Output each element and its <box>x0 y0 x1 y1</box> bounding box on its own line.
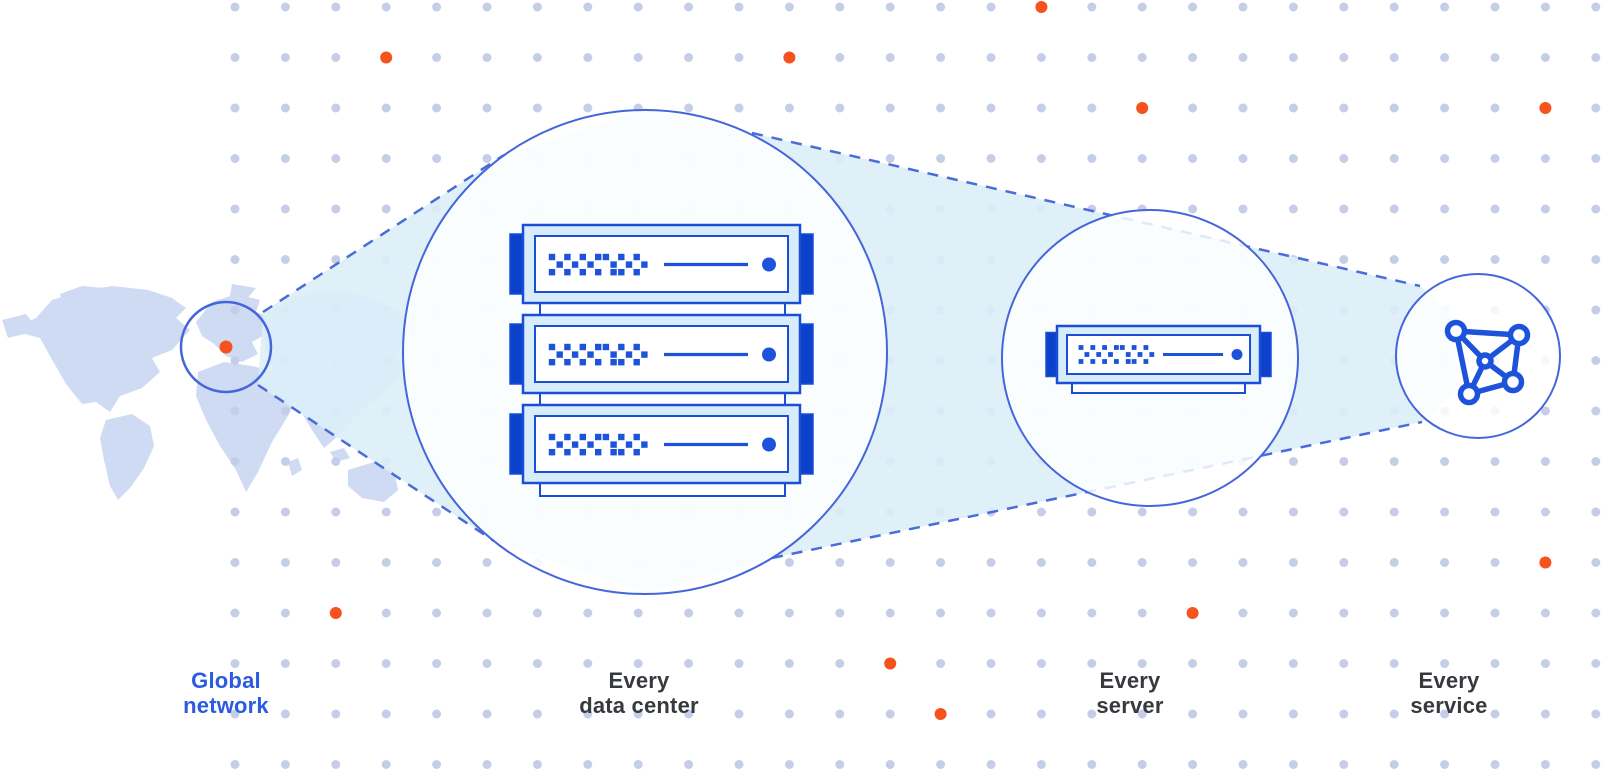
continent-scandinavia <box>230 284 256 300</box>
island-madagascar <box>288 458 302 476</box>
label-every-data-center: Every data center <box>579 668 699 718</box>
map-region-circle <box>179 300 273 394</box>
continent-south-america <box>100 414 154 500</box>
continent-australia <box>348 462 398 502</box>
dashed-line-top-right <box>751 131 1421 288</box>
dashed-connectors <box>257 131 1423 560</box>
network-node <box>1444 319 1468 343</box>
network-node-center <box>1476 352 1494 370</box>
server-icon <box>1045 324 1272 394</box>
location-dot <box>219 340 233 354</box>
server-rack-icon <box>509 223 814 497</box>
network-node <box>1457 382 1481 406</box>
dashed-line-top-left <box>262 153 505 314</box>
label-global-network: Global network <box>183 668 269 718</box>
continent-greenland <box>60 286 114 312</box>
network-graph-icon <box>1444 319 1531 406</box>
dashed-line-bottom-left <box>257 383 495 543</box>
dashed-line-bottom-right <box>771 420 1423 560</box>
network-node <box>1501 370 1525 394</box>
label-every-service: Every service <box>1410 668 1488 718</box>
label-every-server: Every server <box>1096 668 1164 718</box>
continent-north-america <box>10 286 190 412</box>
network-node <box>1507 323 1531 347</box>
